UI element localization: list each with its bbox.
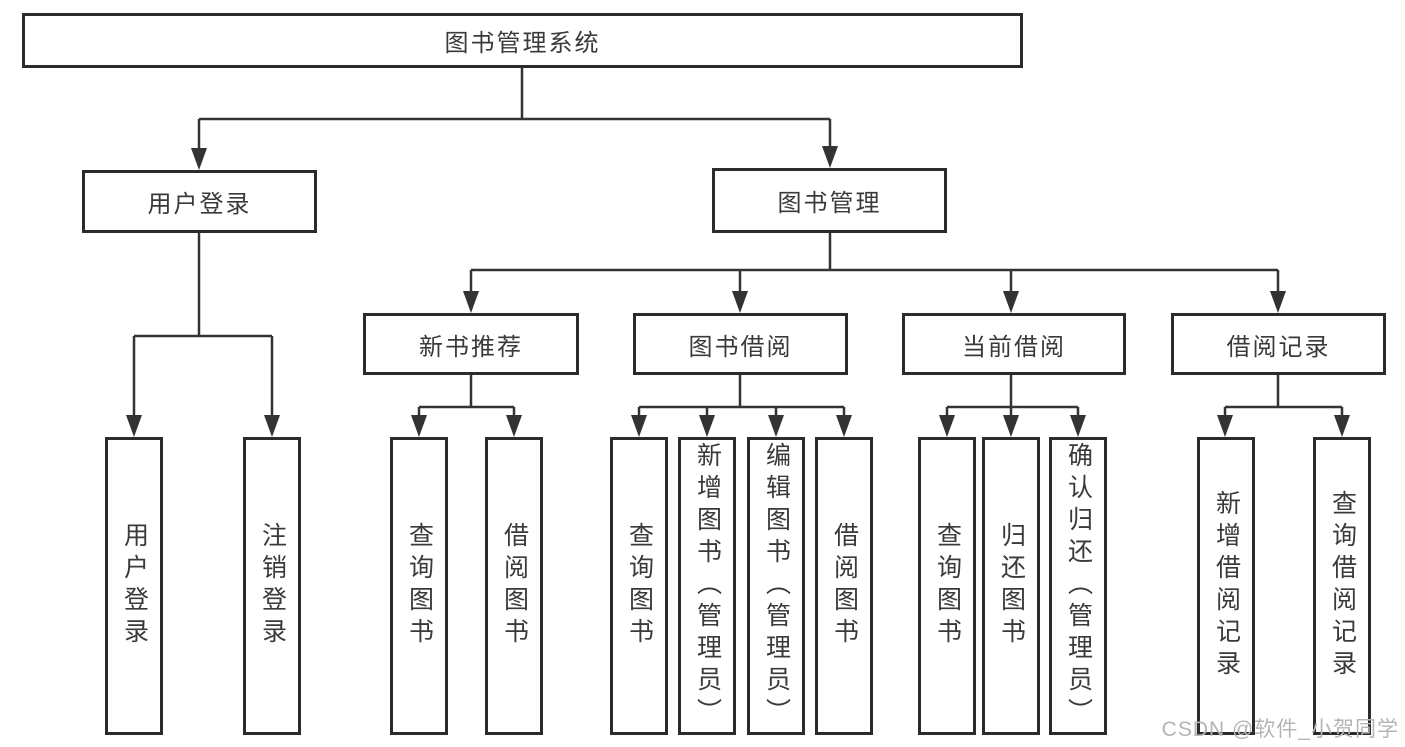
leaf-add-books-admin: 新增图书（管理员） — [678, 437, 736, 735]
node-label: 借阅记录 — [1226, 333, 1331, 361]
node-current-borrowing: 当前借阅 — [902, 313, 1126, 375]
node-borrowing-records: 借阅记录 — [1171, 313, 1386, 375]
leaf-search-borrow-record: 查询借阅记录 — [1313, 437, 1371, 735]
leaf-search-books-current: 查询图书 — [918, 437, 976, 735]
node-book-management: 图书管理 — [712, 168, 947, 233]
leaf-borrow-books-recommend: 借阅图书 — [485, 437, 543, 735]
leaf-label: 用户登录 — [120, 522, 149, 650]
node-label: 当前借阅 — [962, 333, 1066, 361]
leaf-label: 新增借阅记录 — [1212, 490, 1241, 682]
leaf-search-books-borrowing: 查询图书 — [610, 437, 668, 735]
leaf-label: 注销登录 — [258, 522, 287, 650]
node-label: 图书借阅 — [688, 333, 793, 361]
leaf-label: 借阅图书 — [830, 522, 859, 650]
csdn-watermark: CSDN @软件_小贺同学 — [1161, 718, 1399, 741]
leaf-edit-books-admin: 编辑图书（管理员） — [747, 437, 805, 735]
leaf-label: 查询借阅记录 — [1328, 490, 1357, 682]
leaf-label: 确认归还（管理员） — [1064, 442, 1093, 730]
leaf-label: 查询图书 — [933, 522, 962, 650]
leaf-add-borrow-record: 新增借阅记录 — [1197, 437, 1255, 735]
leaf-label: 归还图书 — [997, 522, 1026, 650]
leaf-label: 编辑图书（管理员） — [762, 442, 791, 730]
node-label: 图书管理 — [777, 190, 882, 217]
node-label: 图书管理系统 — [444, 30, 601, 57]
leaf-label: 查询图书 — [405, 522, 434, 650]
leaf-search-books-recommend: 查询图书 — [390, 437, 448, 735]
leaf-label: 查询图书 — [625, 522, 654, 650]
leaf-confirm-return-admin: 确认归还（管理员） — [1049, 437, 1107, 735]
node-new-book-recommendation: 新书推荐 — [363, 313, 579, 375]
node-user-login: 用户登录 — [82, 170, 317, 233]
node-root-library-management-system: 图书管理系统 — [22, 13, 1023, 68]
leaf-user-login: 用户登录 — [105, 437, 163, 735]
leaf-label: 借阅图书 — [500, 522, 529, 650]
node-label: 用户登录 — [147, 191, 252, 218]
leaf-borrow-books-borrowing: 借阅图书 — [815, 437, 873, 735]
node-book-borrowing: 图书借阅 — [633, 313, 848, 375]
leaf-return-books: 归还图书 — [982, 437, 1040, 735]
leaf-label: 新增图书（管理员） — [693, 442, 722, 730]
node-label: 新书推荐 — [419, 333, 523, 361]
leaf-logout-login: 注销登录 — [243, 437, 301, 735]
